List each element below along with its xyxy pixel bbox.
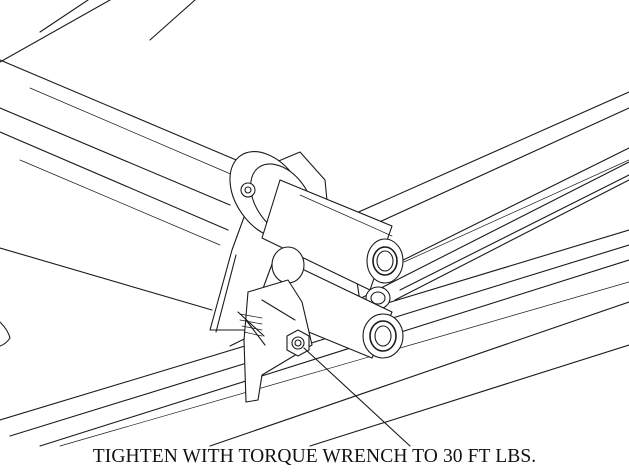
upper-rails <box>0 0 196 63</box>
left-fragment <box>0 321 11 347</box>
clamp-block <box>237 279 313 403</box>
torque-callout-text: TIGHTEN WITH TORQUE WRENCH TO 30 FT LBS. <box>92 446 537 467</box>
callout-leader <box>303 347 411 447</box>
upper-roller <box>261 179 404 291</box>
main-tube-left <box>0 59 249 311</box>
lower-rail <box>0 229 629 447</box>
hex-nut <box>286 329 310 357</box>
